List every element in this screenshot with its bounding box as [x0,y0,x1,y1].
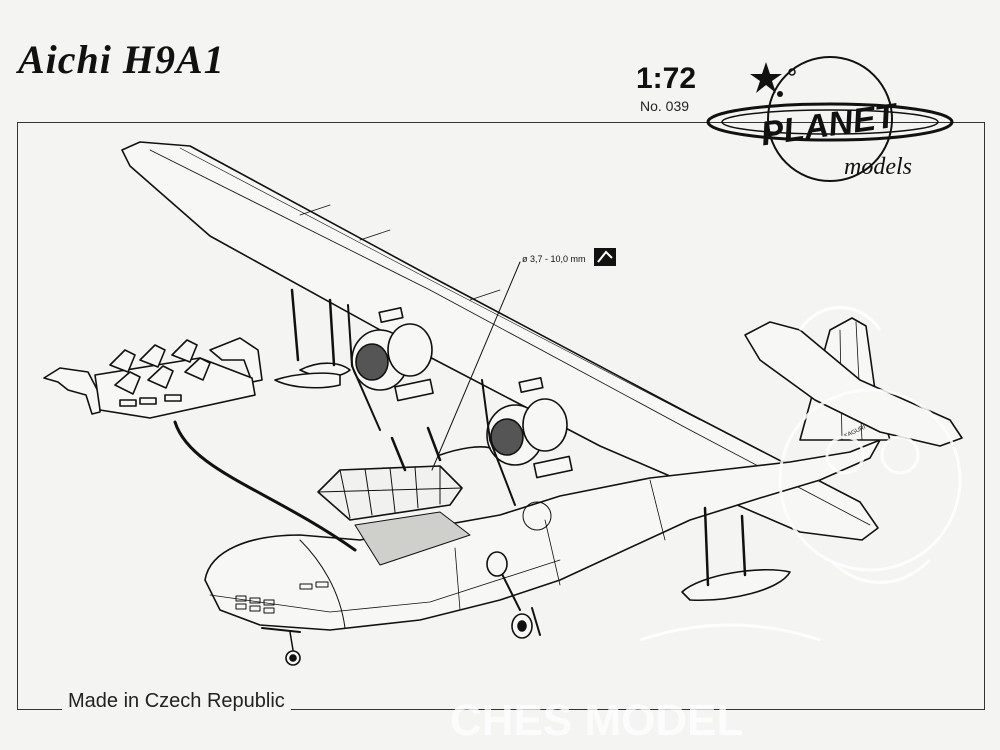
brand-subname: models [844,154,912,180]
scale-label: 1:72 [636,62,697,95]
wing-float [681,569,791,602]
planet-models-logo: PLANET models [706,56,954,182]
seat-assembly [43,337,263,419]
part-size-label: ø 3,7 - 10,0 mm [522,254,586,264]
clear-part-icon [594,248,616,266]
main-wing [121,141,879,541]
kit-number: No. 039 [640,98,690,114]
hull [204,439,881,631]
drawing-frame [17,122,985,710]
kit-title: Aichi H9A1 [18,37,225,82]
star-icon [750,62,782,93]
origin-label: Made in Czech Republic [62,690,291,713]
tail-plane [744,321,963,447]
watermark-text: CHES MODEL [450,696,743,745]
